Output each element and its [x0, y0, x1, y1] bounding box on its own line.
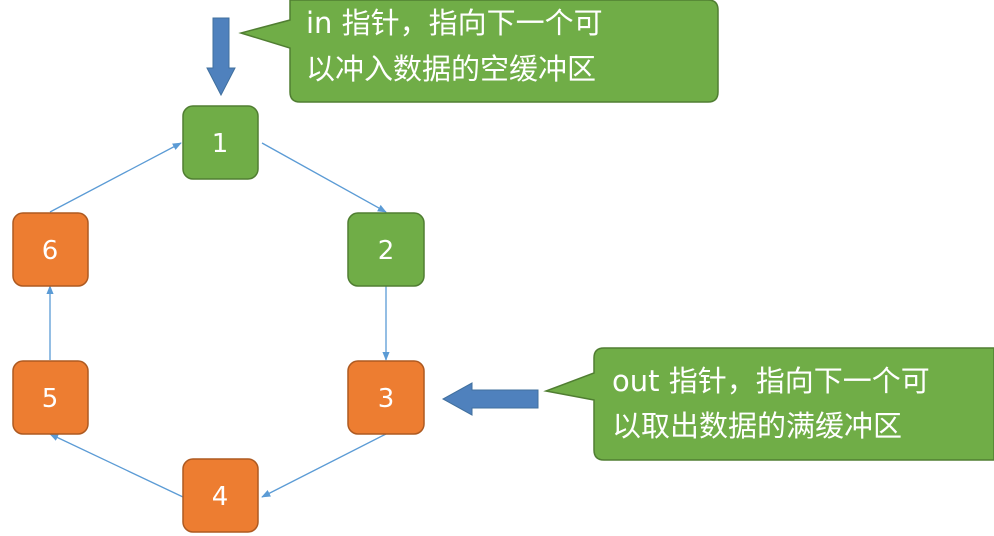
- buffer-label: 5: [42, 384, 59, 414]
- buffer-node-5: 5: [12, 360, 89, 435]
- callout-line-2: 以取出数据的满缓冲区: [612, 409, 902, 443]
- edge-6-to-1: [49, 142, 182, 213]
- buffer-node-3: 3: [347, 360, 425, 435]
- edge-4-to-5: [49, 433, 184, 498]
- ring-edges: [46, 142, 390, 498]
- buffer-label: 4: [212, 482, 229, 512]
- buffer-box: [12, 360, 89, 435]
- callout-line-1: out 指针，指向下一个可: [612, 364, 930, 398]
- out-pointer-callout: out 指针，指向下一个可 以取出数据的满缓冲区: [543, 347, 994, 461]
- in-pointer-callout: in 指针，指向下一个可 以冲入数据的空缓冲区: [238, 0, 719, 103]
- buffer-box: [182, 458, 259, 533]
- edge-3-to-4: [261, 433, 387, 498]
- buffer-box: [12, 212, 89, 287]
- buffer-box: [182, 105, 259, 180]
- out-pointer-arrow: [441, 382, 539, 416]
- buffer-label: 2: [378, 236, 395, 266]
- buffer-node-2: 2: [347, 212, 425, 287]
- buffer-box: [347, 360, 425, 435]
- buffer-label: 1: [212, 129, 229, 159]
- buffer-box: [347, 212, 425, 287]
- callout-line-2: 以冲入数据的空缓冲区: [306, 52, 596, 86]
- buffer-label: 6: [42, 236, 59, 266]
- buffer-node-6: 6: [12, 212, 89, 287]
- buffer-node-1: 1: [182, 105, 259, 180]
- buffer-node-4: 4: [182, 458, 259, 533]
- in-pointer-arrow: [206, 17, 236, 97]
- buffer-label: 3: [378, 384, 395, 414]
- callout-line-1: in 指针，指向下一个可: [306, 6, 603, 40]
- callout-bubble: [238, 0, 719, 103]
- callout-bubble: [543, 347, 994, 461]
- edge-1-to-2: [261, 142, 387, 213]
